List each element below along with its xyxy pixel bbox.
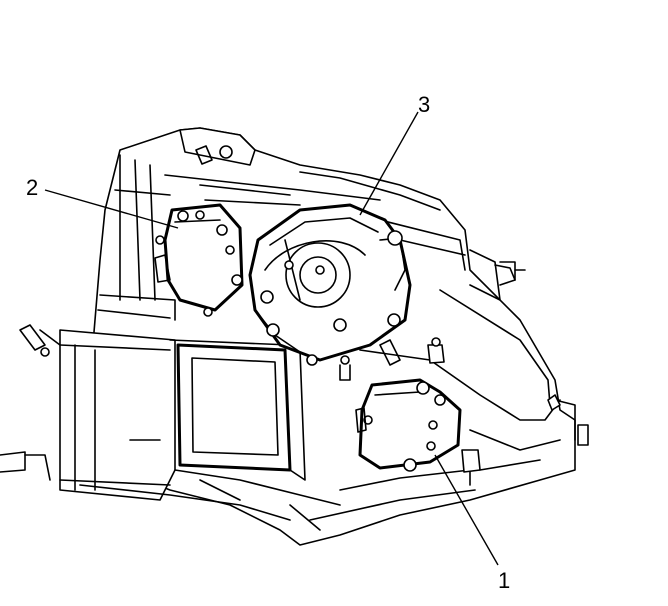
actuator-lower-right — [355, 378, 462, 472]
callout-1-leader — [434, 454, 499, 566]
callout-3: 3 — [418, 92, 430, 117]
actuator-upper-left — [154, 203, 244, 317]
callout-2-leader — [44, 189, 179, 229]
callout-2: 2 — [26, 175, 38, 200]
callout-3-leader — [359, 111, 419, 216]
callout-1: 1 — [498, 568, 510, 593]
blower-motor-housing — [248, 203, 412, 366]
